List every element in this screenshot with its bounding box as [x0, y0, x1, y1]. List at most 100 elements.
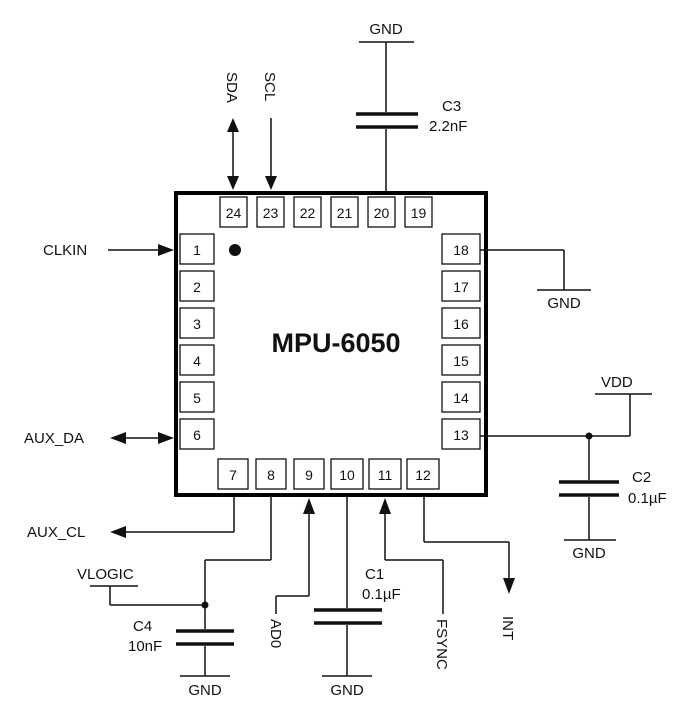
pin-16-label: 16	[453, 316, 469, 332]
pin-6	[179, 418, 215, 450]
vlogic-c4-circuit: VLOGIC GND C4 10nF	[77, 495, 272, 699]
pin-1	[179, 233, 215, 265]
pin-18	[441, 233, 481, 265]
pin-3	[179, 307, 215, 339]
pin-24	[219, 196, 248, 228]
pin-5-label: 5	[193, 390, 201, 406]
pin-12-label: 12	[415, 467, 431, 483]
left-pin-row: 1 2 3 4 5 6	[179, 233, 215, 450]
pin-12	[406, 458, 440, 490]
pin-21-label: 21	[337, 205, 353, 221]
vdd-c2-circuit: VDD GND C2 0.1µF	[480, 374, 667, 562]
pin-13-label: 13	[453, 427, 469, 443]
int-label: INT	[499, 616, 516, 640]
pin-2	[179, 270, 215, 302]
aux-da-connection: AUX_DA	[24, 430, 174, 447]
aux-cl-arrow	[110, 526, 126, 538]
pin-1-label: 1	[193, 242, 201, 258]
c4-value: 10nF	[128, 638, 162, 655]
sda-arrow-down	[227, 176, 239, 190]
scl-label: SCL	[261, 72, 278, 101]
right-gnd-label: GND	[547, 295, 581, 312]
aux-da-arrow-right	[158, 432, 174, 444]
pin-8-label: 8	[267, 467, 275, 483]
chip-name: MPU-6050	[271, 328, 400, 358]
pin-16	[441, 307, 481, 339]
c2-name: C2	[632, 469, 651, 486]
scl-connection: SCL	[261, 72, 278, 190]
int-connection: INT	[423, 495, 516, 640]
pin-3-label: 3	[193, 316, 201, 332]
c2-gnd-label: GND	[572, 545, 606, 562]
pin-9-label: 9	[305, 467, 313, 483]
right-pin-row: 18 17 16 15 14 13	[441, 233, 481, 450]
clkin-label: CLKIN	[43, 242, 87, 259]
pin-20-label: 20	[374, 205, 390, 221]
pin-19-label: 19	[411, 205, 427, 221]
c1-value: 0.1µF	[362, 586, 401, 603]
pin-10	[330, 458, 364, 490]
pin-4-label: 4	[193, 353, 201, 369]
pin-11-label: 11	[378, 467, 393, 483]
pin18-gnd-connection: GND	[480, 249, 591, 312]
c1-gnd-label: GND	[330, 682, 364, 699]
pin-6-label: 6	[193, 427, 201, 443]
pin-14-label: 14	[453, 390, 469, 406]
pin-2-label: 2	[193, 279, 201, 295]
pin-18-label: 18	[453, 242, 469, 258]
pin-20	[367, 196, 396, 228]
c3-value: 2.2nF	[429, 118, 467, 135]
c4-gnd-label: GND	[188, 682, 222, 699]
pin-15-label: 15	[453, 353, 469, 369]
ad0-connection: AD0	[267, 498, 315, 648]
vdd-label: VDD	[601, 374, 633, 391]
c3-name: C3	[442, 98, 461, 115]
bottom-pin-row: 7 8 9 10 11 12	[217, 458, 440, 490]
pin-10-label: 10	[339, 467, 355, 483]
fsync-label: FSYNC	[433, 619, 450, 670]
pin-5	[179, 381, 215, 413]
sda-label: SDA	[223, 72, 240, 103]
c1-circuit: GND C1 0.1µF	[314, 495, 401, 699]
chip-body	[174, 191, 488, 497]
pin1-marker-dot	[229, 244, 241, 256]
c2-value: 0.1µF	[628, 490, 667, 507]
clkin-arrow	[158, 244, 174, 256]
pin-24-label: 24	[226, 205, 242, 221]
fsync-connection: FSYNC	[379, 498, 450, 670]
pin-15	[441, 344, 481, 376]
c1-name: C1	[365, 566, 384, 583]
pin-23	[256, 196, 285, 228]
pin-22	[293, 196, 322, 228]
pin-14	[441, 381, 481, 413]
pin-4	[179, 344, 215, 376]
aux-da-label: AUX_DA	[24, 430, 84, 447]
pin-9	[293, 458, 325, 490]
scl-arrow-down	[265, 176, 277, 190]
fsync-arrow-up	[379, 498, 391, 514]
pin-23-label: 23	[263, 205, 279, 221]
aux-cl-connection: AUX_CL	[27, 495, 235, 541]
sda-arrow-up	[227, 118, 239, 132]
clkin-connection: CLKIN	[43, 242, 174, 259]
pin-13	[441, 418, 481, 450]
pin-8	[255, 458, 287, 490]
pin-19	[404, 196, 433, 228]
pin-7	[217, 458, 249, 490]
pin-11	[368, 458, 402, 490]
top-pin-row: 24 23 22 21 20 19	[219, 196, 433, 228]
pin-7-label: 7	[229, 467, 237, 483]
sda-connection: SDA	[223, 72, 240, 190]
ad0-label: AD0	[267, 619, 284, 648]
top-gnd-label: GND	[369, 21, 403, 38]
vlogic-label: VLOGIC	[77, 566, 134, 583]
pin-21	[330, 196, 359, 228]
pin-17	[441, 270, 481, 302]
pin-22-label: 22	[300, 205, 316, 221]
ad0-arrow-up	[303, 498, 315, 514]
int-arrow-down	[503, 578, 515, 594]
c4-name: C4	[133, 618, 152, 635]
c3-circuit: GND C3 2.2nF	[356, 21, 467, 193]
pin-17-label: 17	[453, 279, 469, 295]
